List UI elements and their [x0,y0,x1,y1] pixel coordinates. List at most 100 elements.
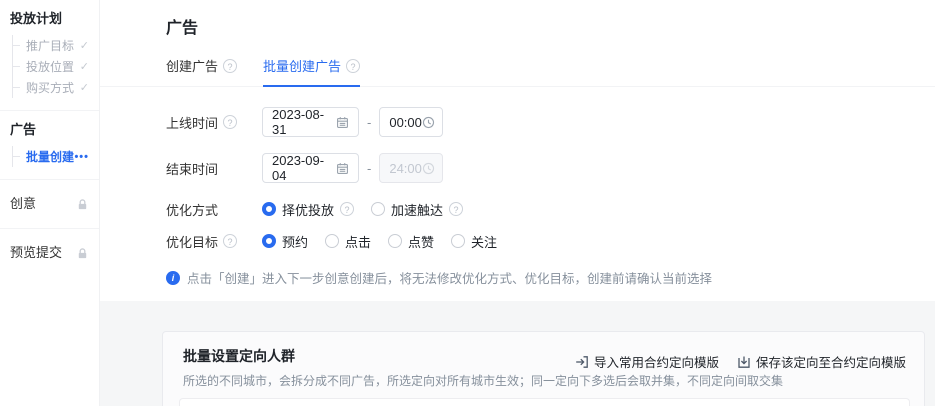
info-icon: i [166,270,180,285]
end-time-value: 24:00 [389,160,422,176]
calendar-icon [336,162,349,175]
start-date-value: 2023-08-31 [272,107,325,137]
radio-like[interactable]: 点赞 [388,232,434,251]
end-time-label: 结束时间 [166,159,262,178]
optimize-method-row: 优化方式 择优投放 ? 加速触达 ? [166,198,935,220]
end-date-value: 2023-09-04 [272,153,325,183]
online-time-label: 上线时间 ? [166,113,262,132]
lock-icon [76,198,89,211]
radio-unselected-icon[interactable] [388,234,403,248]
radio-label: 择优投放 [282,202,335,218]
plan-step-tree: 推广目标 ✓ 投放位置 ✓ 购买方式 ✓ [12,35,89,98]
targeting-card-actions: 导入常用合约定向模版 保存该定向至合约定向模版 [575,352,906,371]
sidebar-item-placement[interactable]: 投放位置 ✓ [13,56,89,77]
radio-reservation[interactable]: 预约 [262,232,308,251]
radio-label: 关注 [471,234,498,250]
targeting-card: 批量设置定向人群 所选的不同城市，会拆分成不同广告，所选定向对所有城市生效；同一… [162,331,925,406]
tree-branch [13,45,20,46]
more-icon[interactable]: ••• [74,150,89,163]
radio-label: 加速触达 [391,202,444,218]
save-template-link[interactable]: 保存该定向至合约定向模版 [737,352,906,371]
sidebar-item-batch-create[interactable]: 批量创建 ••• [13,146,89,167]
lock-icon [76,247,89,260]
optimize-goal-options: 预约 点击 点赞 关注 [262,232,497,251]
sidebar-item-label: 投放位置 [26,60,75,74]
tab-batch-create-ad[interactable]: 批量创建广告 ? [263,56,361,87]
sidebar-item-label: 预览提交 [10,245,63,260]
calendar-icon [336,116,349,129]
ad-settings-form: 上线时间 ? 2023-08-31 - 00:00 [100,87,935,287]
tab-create-ad[interactable]: 创建广告 ? [166,56,238,87]
sidebar-section-title-creative: 创意 [10,195,89,213]
help-icon[interactable]: ? [340,202,355,216]
clock-icon [422,116,435,129]
optimize-method-label: 优化方式 [166,200,262,219]
help-icon[interactable]: ? [223,58,238,73]
check-icon: ✓ [79,40,89,52]
targeting-card-title: 批量设置定向人群 [183,348,295,364]
radio-best-effort-delivery[interactable]: 择优投放 ? [262,200,355,219]
help-icon[interactable]: ? [449,202,464,216]
help-icon[interactable]: ? [223,115,238,129]
field-label: 上线时间 [166,115,219,131]
tab-label: 创建广告 [166,59,219,74]
check-icon: ✓ [79,61,89,73]
field-label: 优化方式 [166,202,219,218]
help-icon[interactable]: ? [346,58,361,73]
radio-accelerated-reach[interactable]: 加速触达 ? [371,200,464,219]
sidebar-section-title-plan: 投放计划 [10,11,63,26]
start-time-input[interactable]: 00:00 [379,107,444,137]
lower-section: 批量设置定向人群 所选的不同城市，会拆分成不同广告，所选定向对所有城市生效；同一… [100,301,935,406]
clock-icon [422,162,435,175]
import-icon [575,355,589,369]
radio-label: 点赞 [408,234,435,250]
field-label: 结束时间 [166,161,219,177]
sidebar-section-preview-submit[interactable]: 预览提交 [0,228,99,277]
range-separator: - [367,114,372,130]
online-time-row: 上线时间 ? 2023-08-31 - 00:00 [166,107,935,137]
tree-branch [13,66,20,67]
optimize-goal-label: 优化目标 ? [166,232,262,251]
radio-selected-icon[interactable] [262,234,276,248]
sidebar-section-ad: 广告 批量创建 ••• [0,110,99,179]
sidebar-section-creative[interactable]: 创意 [0,179,99,228]
radio-unselected-icon[interactable] [325,234,340,248]
start-date-input[interactable]: 2023-08-31 [262,107,359,137]
end-time-input: 24:00 [379,153,444,183]
sidebar-item-buy-mode[interactable]: 购买方式 ✓ [13,77,89,98]
radio-unselected-icon[interactable] [451,234,466,248]
main-panel: 广告 创建广告 ? 批量创建广告 ? 上线时间 ? [100,0,935,301]
radio-label: 预约 [282,234,309,250]
optimize-method-options: 择优投放 ? 加速触达 ? [262,200,464,219]
check-icon: ✓ [79,82,89,94]
creation-note: i 点击「创建」进入下一步创意创建后，将无法修改优化方式、优化目标，创建前请确认… [166,268,935,287]
end-date-input[interactable]: 2023-09-04 [262,153,359,183]
sidebar-item-label: 创意 [10,196,37,211]
radio-selected-icon[interactable] [262,202,276,216]
radio-label: 点击 [345,234,372,250]
sidebar-item-promotion-goal[interactable]: 推广目标 ✓ [13,35,89,56]
end-time-row: 结束时间 2023-09-04 - 24:00 [166,153,935,183]
action-label: 导入常用合约定向模版 [593,356,719,370]
targeting-card-subtitle: 所选的不同城市，会拆分成不同广告，所选定向对所有城市生效；同一定向下多选后会取并… [183,374,784,388]
page-title: 广告 [166,20,199,37]
tabs-bar: 创建广告 ? 批量创建广告 ? [100,56,935,87]
sidebar-section-plan: 投放计划 推广目标 ✓ 投放位置 ✓ 购买方式 ✓ [0,0,99,110]
ad-step-tree: 批量创建 ••• [12,146,89,167]
field-label: 优化目标 [166,234,219,250]
sidebar: 投放计划 推广目标 ✓ 投放位置 ✓ 购买方式 ✓ [0,0,100,406]
radio-unselected-icon[interactable] [371,202,386,216]
sidebar-section-title-ad: 广告 [10,122,37,137]
radio-click[interactable]: 点击 [325,232,371,251]
sidebar-section-title-preview: 预览提交 [10,244,89,262]
tree-branch [13,87,20,88]
targeting-inner-panel [179,398,910,406]
optimize-goal-row: 优化目标 ? 预约 点击 点赞 [166,230,935,252]
import-template-link[interactable]: 导入常用合约定向模版 [575,352,719,371]
help-icon[interactable]: ? [223,234,238,248]
start-time-value: 00:00 [389,114,422,130]
radio-follow[interactable]: 关注 [451,232,497,251]
tab-label: 批量创建广告 [263,59,342,74]
range-separator: - [367,160,372,176]
